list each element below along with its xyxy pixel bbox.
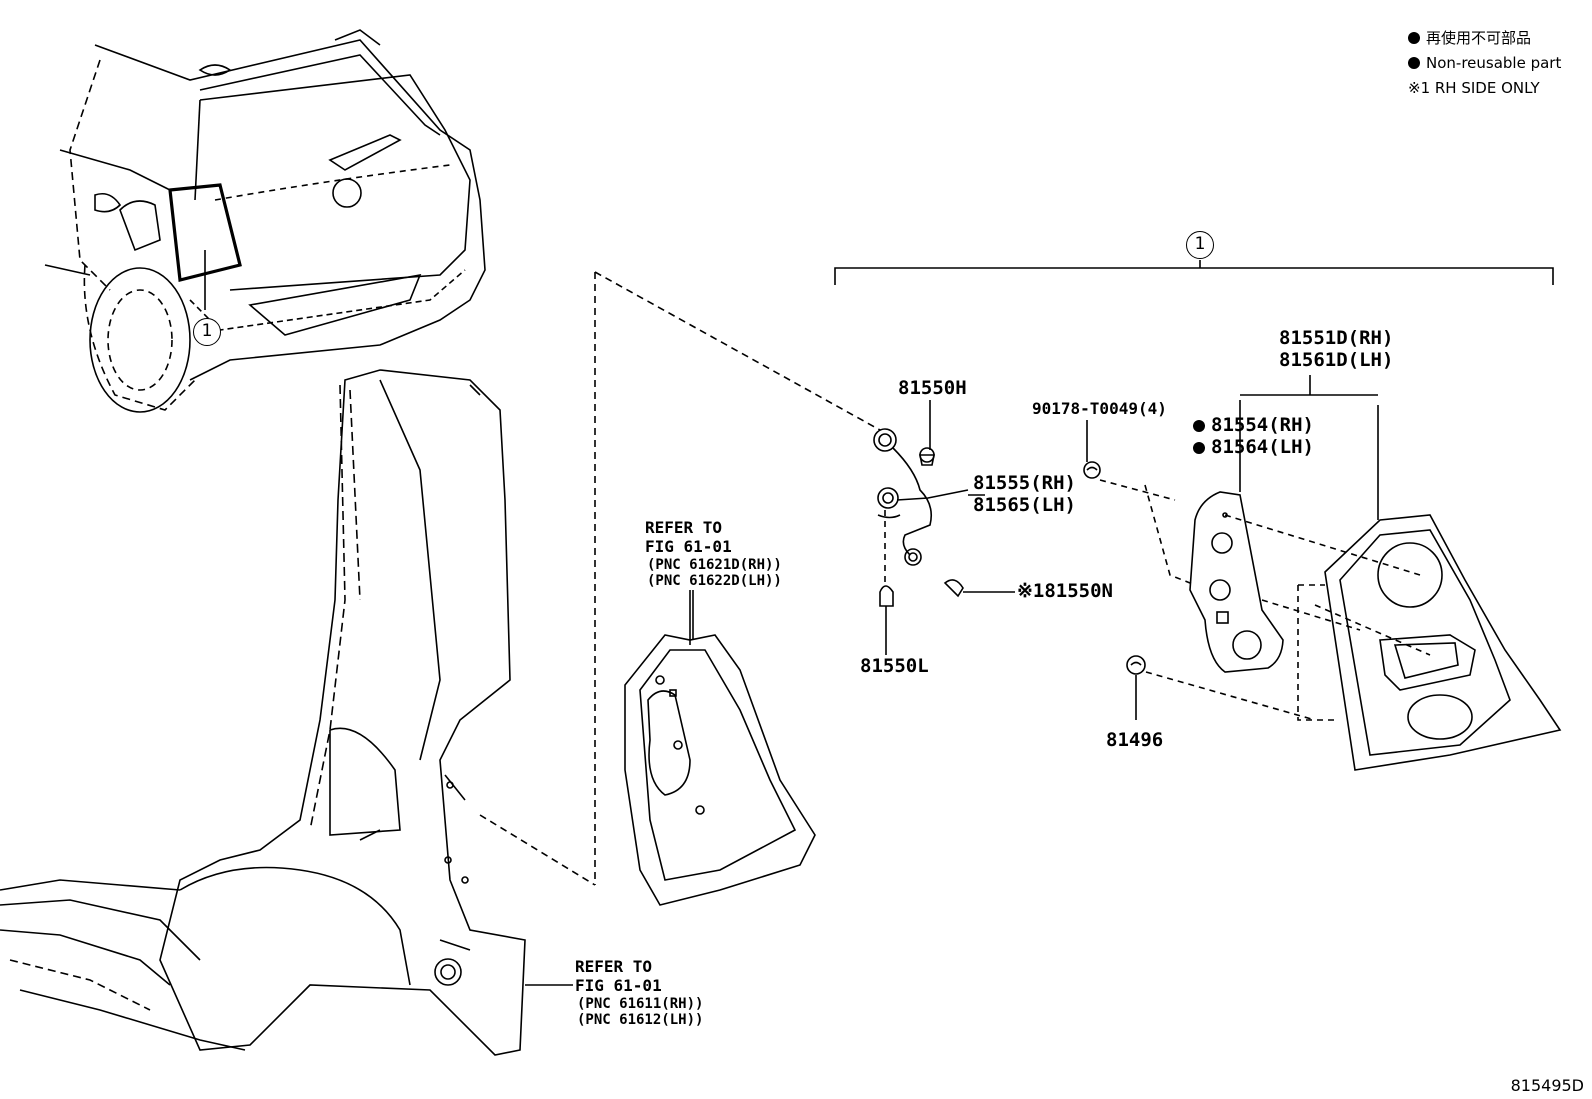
refer-lower-line4: (PNC 61612(LH)) <box>577 1012 704 1028</box>
part-81554: 81554(RH) <box>1211 414 1314 436</box>
refer-upper-line2[interactable]: FIG 61-01 <box>645 537 732 556</box>
part-81564: 81564(LH) <box>1211 436 1314 458</box>
part-81564-row[interactable]: 81564(LH) <box>1193 437 1314 457</box>
refer-upper-line4: (PNC 61622D(LH)) <box>647 573 782 589</box>
legend-non-reusable-en: Non-reusable part <box>1426 54 1562 72</box>
socket-wire-drawing <box>873 400 1316 721</box>
part-81554-row[interactable]: 81554(RH) <box>1193 415 1314 435</box>
part-90178[interactable]: 90178-T0049(4) <box>1032 399 1167 418</box>
bullet-icon <box>1408 57 1420 69</box>
refer-upper-line3: (PNC 61621D(RH)) <box>647 557 782 573</box>
legend-note: ※1 RH SIDE ONLY <box>1408 79 1540 97</box>
vehicle-callout: 1 <box>193 318 221 346</box>
inner-panel-drawing <box>624 590 816 906</box>
part-81555[interactable]: 81555(RH) <box>973 472 1076 494</box>
figure-number: 815495D <box>1510 1076 1584 1095</box>
legend-row-jp: 再使用不可部品 <box>1408 26 1561 51</box>
non-reusable-icon <box>1193 442 1205 454</box>
refer-lower-line2[interactable]: FIG 61-01 <box>575 976 662 995</box>
part-81561d[interactable]: 81561D(LH) <box>1279 349 1394 371</box>
refer-lower-line3: (PNC 61611(RH)) <box>577 996 704 1012</box>
vehicle-rear-view <box>44 29 486 413</box>
part-81550l[interactable]: 81550L <box>860 655 929 677</box>
tail-lamp-drawing <box>1240 375 1562 771</box>
non-reusable-icon <box>1193 420 1205 432</box>
legend-non-reusable-jp: 再使用不可部品 <box>1426 29 1532 47</box>
part-81551d[interactable]: 81551D(RH) <box>1279 327 1394 349</box>
legend: 再使用不可部品 Non-reusable part ※1 RH SIDE ONL… <box>1408 26 1561 101</box>
part-81565[interactable]: 81565(LH) <box>973 494 1076 516</box>
part-81550n[interactable]: ※181550N <box>1017 580 1113 602</box>
quarter-panel-drawing <box>0 369 526 1056</box>
bullet-icon <box>1408 32 1420 44</box>
refer-lower-line1[interactable]: REFER TO <box>575 957 653 976</box>
part-81496[interactable]: 81496 <box>1106 729 1164 751</box>
refer-upper-line1[interactable]: REFER TO <box>645 518 723 537</box>
part-81550h[interactable]: 81550H <box>898 377 967 399</box>
gasket-drawing <box>1144 400 1421 673</box>
assembly-callout: 1 <box>1186 231 1214 259</box>
legend-row-en: Non-reusable part <box>1408 51 1561 76</box>
